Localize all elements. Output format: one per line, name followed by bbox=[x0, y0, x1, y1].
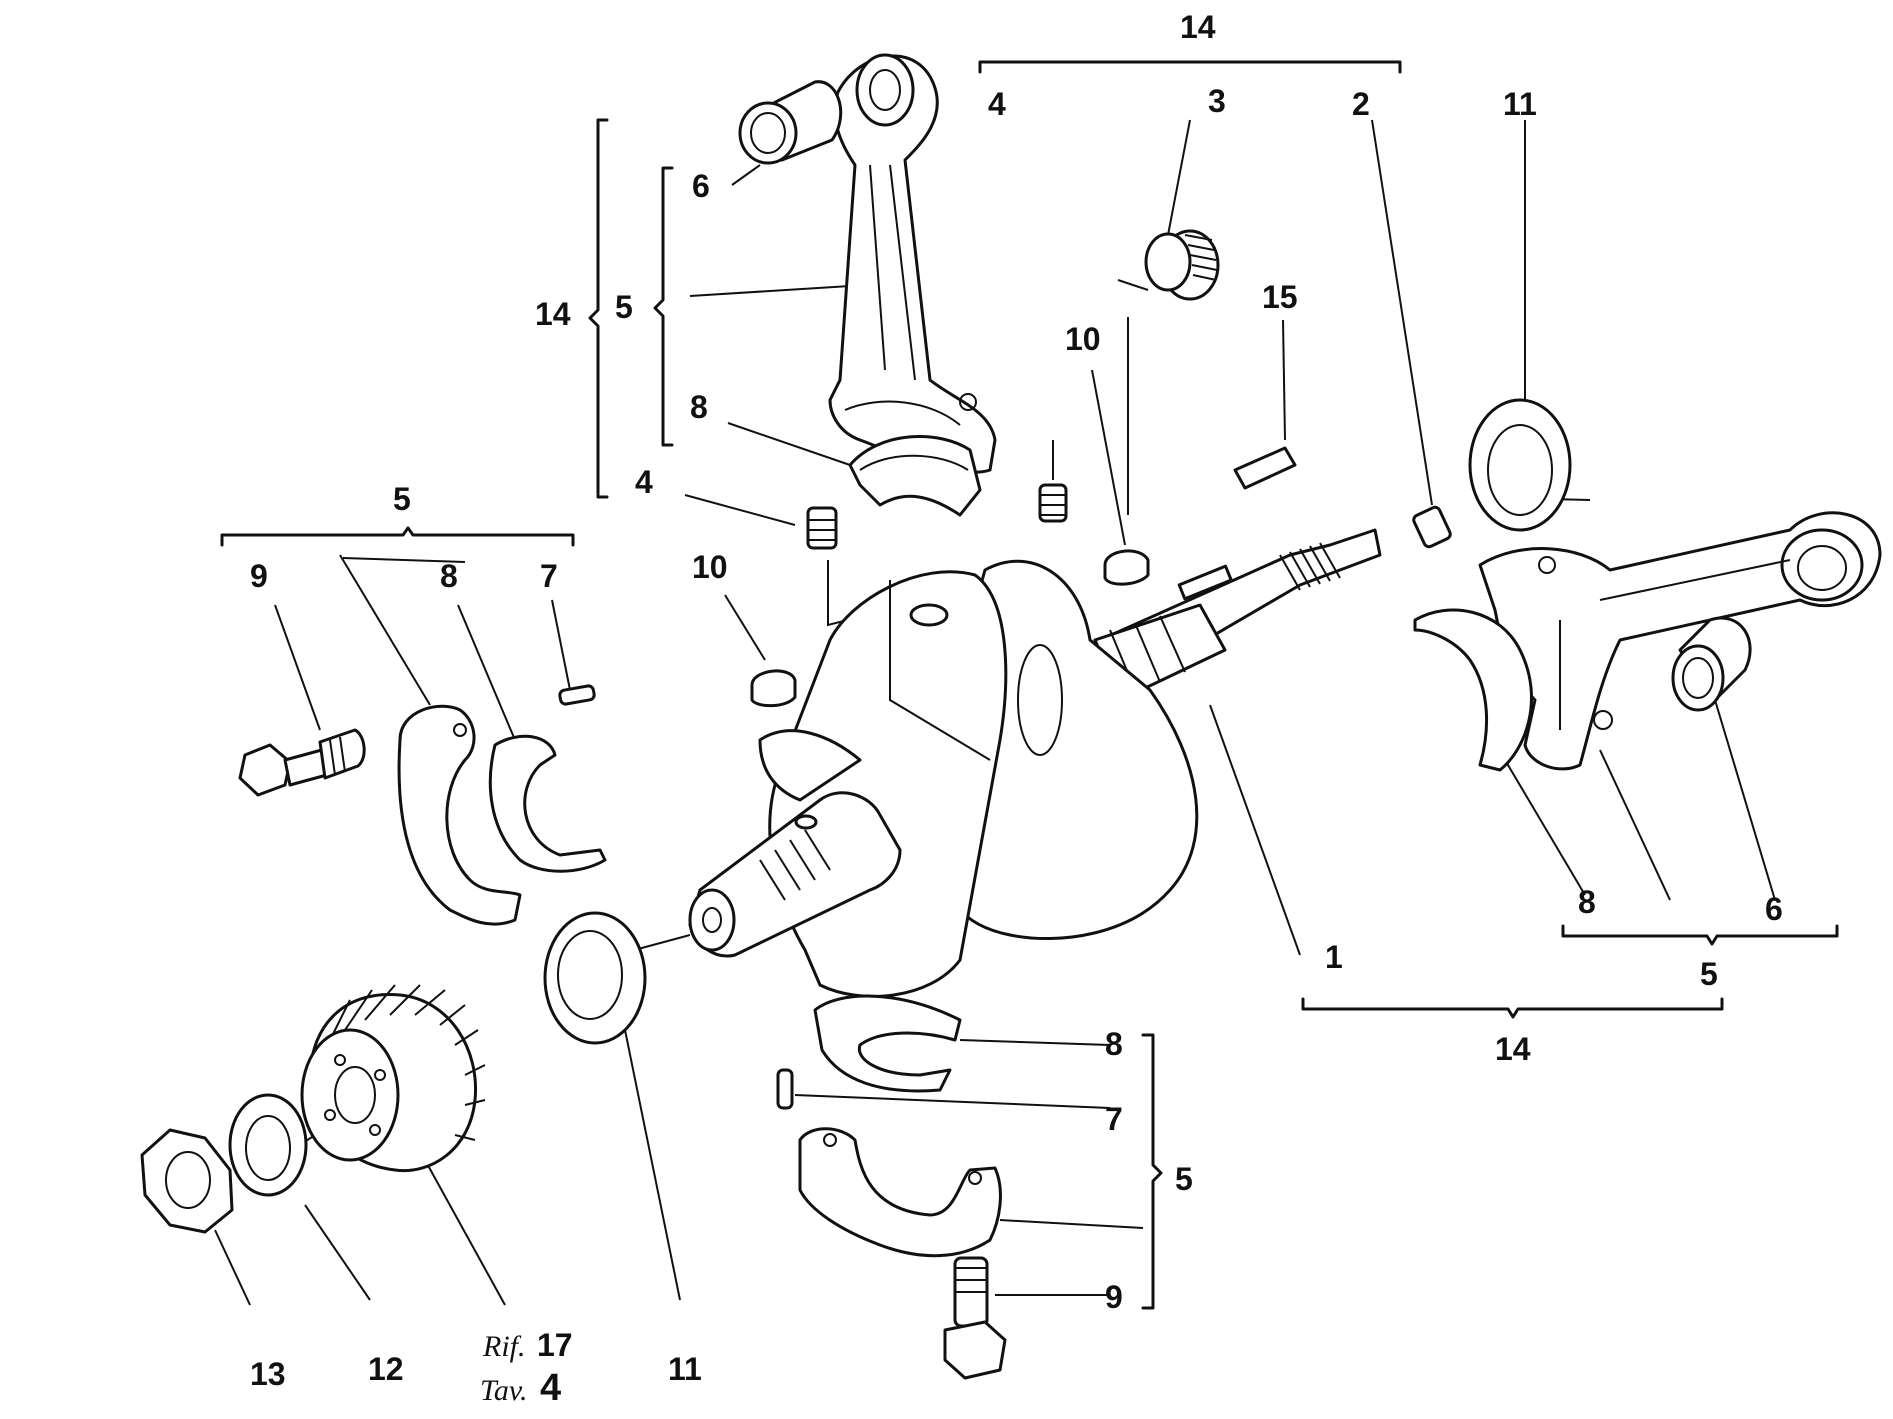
tav-value: 4 bbox=[540, 1367, 561, 1409]
callout-7-bottom: 7 bbox=[1105, 1101, 1123, 1137]
callout-14-left: 14 bbox=[535, 296, 571, 332]
callout-8-left: 8 bbox=[440, 558, 458, 594]
reference-note: Rif. 17 Tav. 4 bbox=[480, 1327, 573, 1409]
bearing-shell-rod-top bbox=[848, 435, 982, 517]
small-end-bushing-top bbox=[738, 80, 843, 165]
tav-label: Tav. bbox=[480, 1374, 528, 1407]
brace-5-left bbox=[220, 526, 575, 547]
bearing-shell-right bbox=[1413, 608, 1533, 772]
cap-bolt-left bbox=[238, 728, 366, 797]
small-end-bushing-right bbox=[1671, 616, 1752, 712]
grub-screws bbox=[806, 483, 1452, 550]
callout-12: 12 bbox=[368, 1351, 404, 1387]
brace-5-right bbox=[1561, 924, 1839, 946]
callout-8-bottom: 8 bbox=[1105, 1026, 1123, 1062]
callout-6-top: 6 bbox=[692, 168, 710, 204]
callout-11-bottom: 11 bbox=[668, 1351, 702, 1387]
connecting-rod-right bbox=[1478, 511, 1882, 771]
callout-8-rod: 8 bbox=[690, 389, 708, 425]
rif-label: Rif. bbox=[482, 1330, 526, 1363]
bearing-cap-left bbox=[238, 684, 607, 926]
threaded-plug bbox=[1144, 229, 1220, 301]
callout-9-bottom: 9 bbox=[1105, 1279, 1123, 1315]
brace-5-bottom bbox=[1141, 1033, 1163, 1310]
callout-labels: 14 4 3 2 11 6 14 5 15 10 8 4 5 10 9 8 7 … bbox=[250, 9, 1783, 1392]
group-braces bbox=[220, 60, 1839, 1310]
callout-10-top: 10 bbox=[1065, 321, 1101, 357]
callout-5-bottom: 5 bbox=[1175, 1161, 1193, 1197]
callout-4-top: 4 bbox=[988, 86, 1006, 122]
callout-13: 13 bbox=[250, 1356, 286, 1392]
callout-6-right: 6 bbox=[1765, 891, 1783, 927]
callout-2: 2 bbox=[1352, 86, 1370, 122]
brace-5-rod bbox=[653, 166, 674, 447]
brace-14-right bbox=[1301, 997, 1724, 1019]
lock-washer bbox=[228, 1093, 308, 1197]
callout-11-right: 11 bbox=[1503, 86, 1537, 122]
woodruff-key-15 bbox=[1233, 446, 1297, 490]
thrust-washer-bottom bbox=[543, 911, 647, 1045]
callout-4-left: 4 bbox=[635, 464, 653, 500]
callout-14-right: 14 bbox=[1495, 1031, 1531, 1067]
callout-7-left: 7 bbox=[540, 558, 558, 594]
callout-5-left: 5 bbox=[393, 481, 411, 517]
crankshaft bbox=[688, 528, 1382, 998]
timing-gear bbox=[300, 984, 486, 1173]
callout-10-left: 10 bbox=[692, 549, 728, 585]
callout-5-right: 5 bbox=[1700, 956, 1718, 992]
callout-3: 3 bbox=[1208, 83, 1226, 119]
connecting-rod-top bbox=[828, 53, 997, 474]
cap-bolt-bottom bbox=[943, 1256, 1007, 1380]
hex-nut bbox=[140, 1128, 234, 1234]
leader-lines bbox=[214, 119, 1776, 1306]
thrust-washer-right bbox=[1468, 398, 1572, 532]
brace-14-left bbox=[588, 118, 609, 499]
callout-5-rod: 5 bbox=[615, 289, 633, 325]
callout-1: 1 bbox=[1325, 939, 1343, 975]
callout-14-top: 14 bbox=[1180, 9, 1216, 45]
callout-15: 15 bbox=[1262, 279, 1298, 315]
rif-value: 17 bbox=[537, 1327, 573, 1363]
cap-plugs-10 bbox=[750, 549, 1150, 708]
bearing-cap-bottom bbox=[776, 994, 1007, 1380]
brace-14-top bbox=[978, 60, 1402, 74]
callout-8-right: 8 bbox=[1578, 884, 1596, 920]
callout-9-left: 9 bbox=[250, 558, 268, 594]
